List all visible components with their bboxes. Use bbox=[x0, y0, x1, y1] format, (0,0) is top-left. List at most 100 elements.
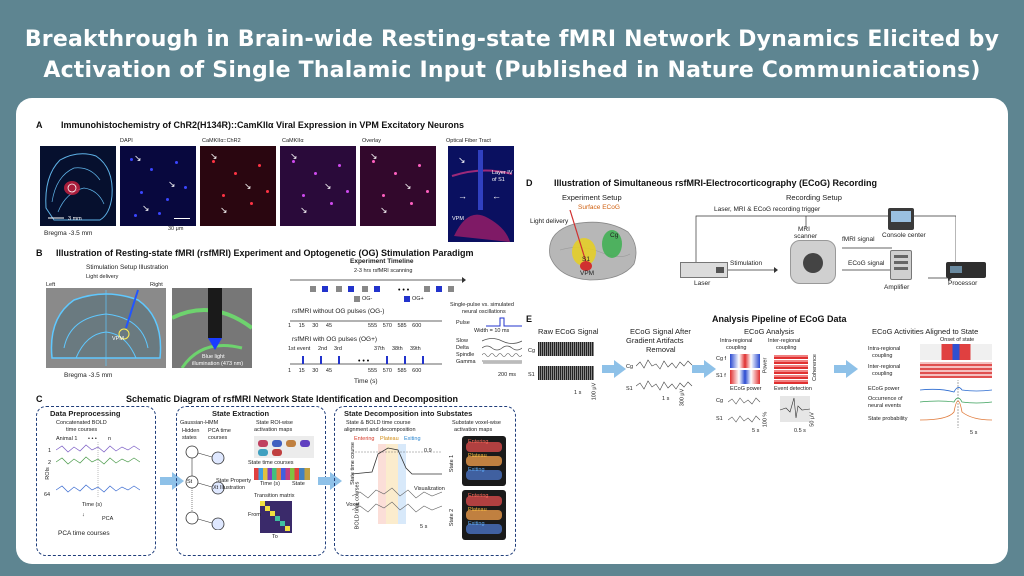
wave-gamma: Gamma bbox=[456, 359, 476, 365]
processor-label: Processor bbox=[948, 280, 978, 287]
state2-label: State 2 bbox=[449, 508, 456, 527]
og-minus-legend: OG- bbox=[362, 296, 373, 302]
stimulation-label: Stimulation bbox=[730, 260, 763, 267]
raw-cg: Cg bbox=[528, 348, 536, 354]
event-2: 2nd bbox=[318, 346, 328, 352]
box2-xt: Xt bbox=[213, 485, 219, 491]
raw-cg-trace bbox=[538, 342, 594, 356]
mri-scanner-icon bbox=[790, 240, 836, 284]
state1-label: State 1 bbox=[449, 454, 456, 473]
coh-lbl: Coherence bbox=[811, 354, 818, 381]
amplifier-label: Amplifier bbox=[884, 284, 910, 291]
panel-c-letter: C bbox=[36, 394, 43, 404]
arrow-c1 bbox=[160, 472, 184, 490]
panel-e-heading: Analysis Pipeline of ECoG Data bbox=[712, 314, 847, 324]
arrow-e1 bbox=[602, 360, 626, 378]
s2-exiting: Exiting bbox=[468, 521, 485, 527]
analysis-100pct: 100 % bbox=[762, 411, 769, 428]
analysis-event: Event detection bbox=[774, 386, 812, 392]
console-label: Console center bbox=[882, 232, 926, 239]
box3-voxel: Voxel bbox=[346, 502, 360, 508]
bold-traces bbox=[56, 442, 140, 498]
brain-section-image bbox=[40, 146, 116, 226]
time-s-label: Time (s) bbox=[354, 378, 378, 385]
box3-sub1: State & BOLD time course bbox=[346, 420, 411, 426]
r-power: ECoG power bbox=[868, 386, 900, 392]
after-title1: ECoG Signal After bbox=[630, 327, 691, 336]
box3-right1: Substate voxel-wise bbox=[452, 420, 501, 426]
panel-d-letter: D bbox=[526, 178, 533, 188]
chr2-image: ↘ ↘ ↘ bbox=[200, 146, 276, 226]
vpm-b-label: VPM bbox=[112, 336, 124, 342]
analysis-cg2: Cg bbox=[716, 398, 724, 404]
r-intra1: Intra-regional bbox=[868, 346, 901, 352]
analysis-intra1: Intra-regional bbox=[720, 338, 753, 344]
svg-text:• • •: • • • bbox=[358, 358, 370, 365]
s1-d-label: S1 bbox=[582, 256, 590, 263]
coronal-section-image bbox=[46, 288, 166, 368]
single-pulse-label2: neural oscillations bbox=[462, 309, 506, 315]
box2-pca2: courses bbox=[208, 435, 228, 441]
bregma-b: Bregma -3.5 mm bbox=[64, 372, 113, 379]
analysis-cgf: Cg f bbox=[716, 356, 727, 362]
amplifier-icon bbox=[890, 250, 912, 280]
panel-a-letter: A bbox=[36, 120, 43, 130]
row-2: 2 bbox=[48, 460, 52, 466]
box2-prop: State Property bbox=[216, 478, 252, 484]
channel-dapi-label: DAPI bbox=[120, 138, 133, 144]
box1-n: n bbox=[108, 436, 112, 442]
surface-ecog-label: Surface ECoG bbox=[578, 204, 620, 211]
ms200-label: 200 ms bbox=[498, 372, 517, 378]
channel-chr2-label: CaMKIIα::ChR2 bbox=[202, 138, 241, 144]
after-title3: Removal bbox=[646, 345, 676, 354]
console-icon bbox=[888, 208, 914, 230]
analysis-intra2: coupling bbox=[726, 345, 747, 351]
box2-hmm: Gaussian-HMM bbox=[180, 420, 219, 426]
analysis-power: ECoG power bbox=[730, 386, 762, 392]
single-pulse-label: Single-pulse vs. simulated bbox=[450, 302, 514, 308]
pulse-label: Pulse bbox=[456, 320, 470, 326]
og-minus-track bbox=[290, 320, 442, 322]
rec-setup-label: Recording Setup bbox=[786, 193, 842, 202]
box2-time: Time (s) bbox=[260, 481, 280, 487]
r-occ2: neural events bbox=[868, 403, 902, 409]
box2-title: State Extraction bbox=[212, 409, 270, 418]
s1-exiting: Exiting bbox=[468, 467, 485, 473]
roi-maps-image bbox=[254, 436, 314, 458]
r-prob: State probability bbox=[868, 416, 908, 422]
timeline-diagram: • • • bbox=[290, 277, 466, 302]
state-tc-bar bbox=[254, 468, 310, 480]
box1-pca-tc: PCA time courses bbox=[58, 530, 110, 537]
s2-plateau: Plateau bbox=[468, 507, 487, 513]
panel-c-heading: Schematic Diagram of rsfMRI Network Stat… bbox=[126, 394, 459, 404]
fiber-tract-label: Optical Fiber Tract bbox=[446, 138, 491, 144]
layer-iv-label: Layer IV of S1 bbox=[492, 170, 513, 183]
r-inter2: coupling bbox=[872, 371, 893, 377]
wave-slow: Slow bbox=[456, 338, 468, 344]
processor-icon bbox=[946, 262, 986, 278]
box2-from: From bbox=[248, 512, 261, 518]
analysis-inter1: Inter-regional bbox=[768, 338, 801, 344]
transition-matrix bbox=[260, 501, 292, 533]
vpm-d-label: VPM bbox=[580, 270, 595, 277]
box1-dots: • • • bbox=[88, 436, 97, 442]
intra-cg-heatmap bbox=[730, 354, 760, 368]
box1-sub2: time courses bbox=[66, 427, 98, 433]
recording-flow bbox=[695, 215, 956, 281]
box3-exiting: Exiting bbox=[404, 436, 421, 442]
exp-setup-label: Experiment Setup bbox=[562, 193, 622, 202]
box2-pca1: PCA time bbox=[208, 428, 231, 434]
r-intra-heatmap bbox=[920, 344, 992, 360]
panel-a-heading: Immunohistochemistry of ChR2(H134R)::Cam… bbox=[61, 120, 464, 130]
after-s1: S1 bbox=[626, 386, 633, 392]
state2-maps bbox=[462, 490, 506, 540]
ticks-bottom: 1 15 30 45 bbox=[288, 368, 333, 374]
event-3: 3rd bbox=[334, 346, 342, 352]
analysis-50uv: 50 μV bbox=[809, 412, 816, 427]
waveforms bbox=[482, 338, 522, 365]
raw-s1: S1 bbox=[528, 372, 535, 378]
right-label: Right bbox=[150, 282, 163, 288]
hmm-graph bbox=[185, 445, 225, 530]
wave-spindle: Spindle bbox=[456, 352, 475, 358]
s1-plateau: Plateau bbox=[468, 453, 487, 459]
